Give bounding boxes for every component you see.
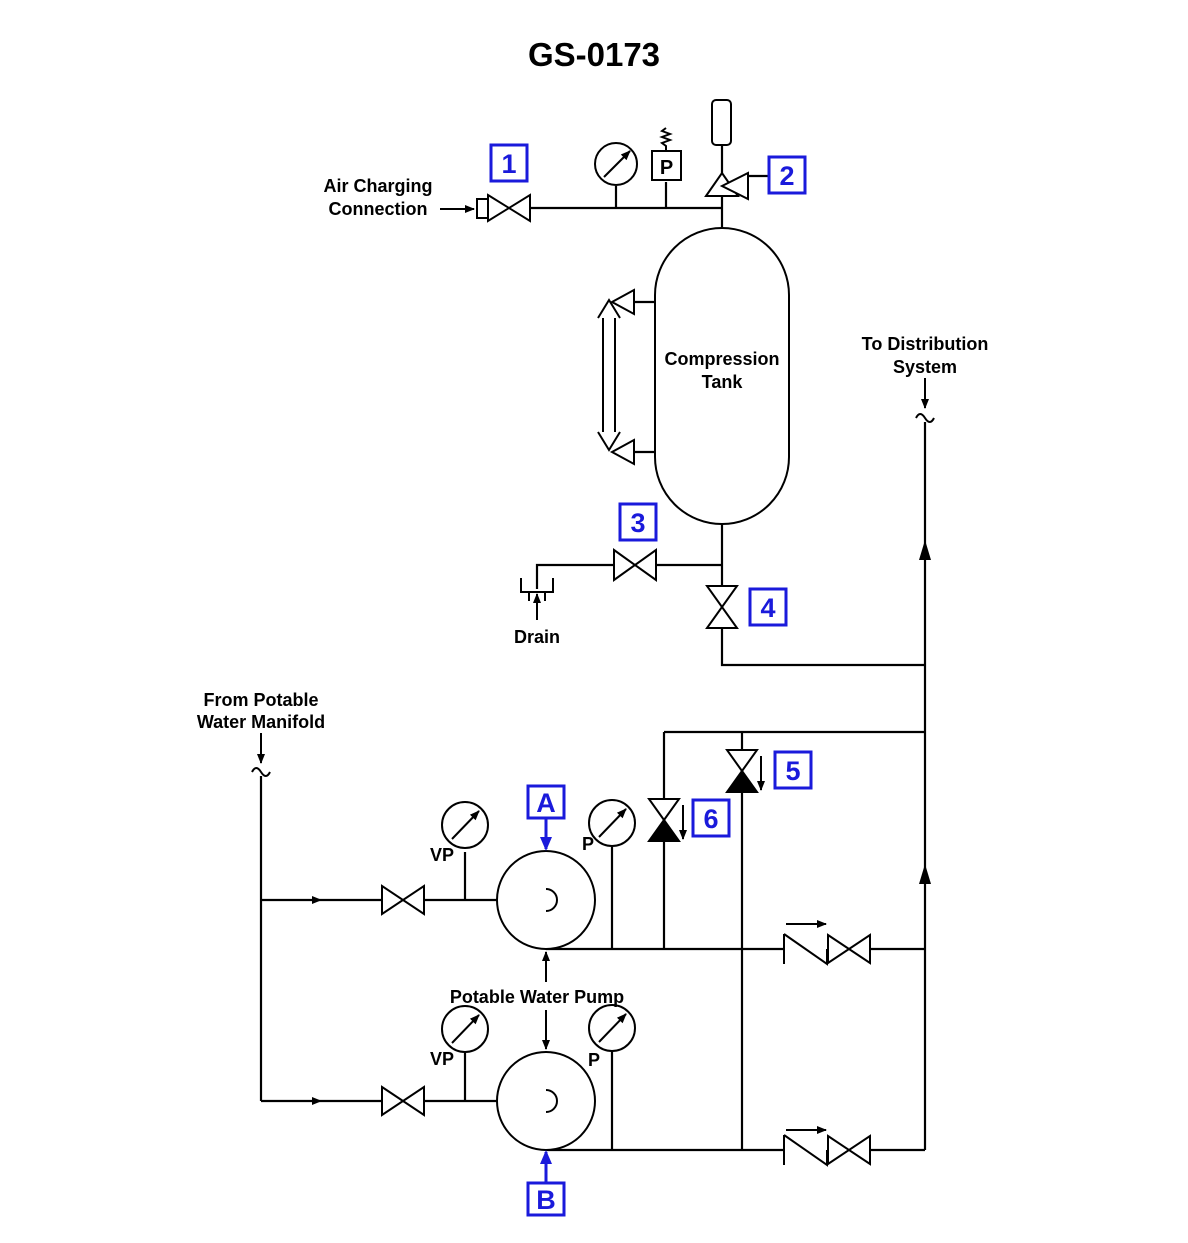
svg-text:Compression: Compression <box>664 349 779 369</box>
svg-text:Tank: Tank <box>702 372 744 392</box>
relief-valve-6[interactable] <box>647 798 687 842</box>
diagram-title: GS-0173 <box>528 36 660 73</box>
vacuum-pressure-gauge-a: VP <box>430 801 489 865</box>
drain-label: Drain <box>514 627 560 647</box>
svg-text:From Potable: From Potable <box>203 690 318 710</box>
tag-6: 6 <box>691 798 731 838</box>
relief-valve-5[interactable] <box>725 749 765 793</box>
tag-3: 3 <box>618 502 658 542</box>
pressure-gauge-pump-a: P <box>582 799 636 854</box>
tag-a: A <box>526 784 566 851</box>
suction-manifold <box>251 767 546 1105</box>
compression-tank-label: Compression Tank <box>664 349 779 392</box>
svg-text:To Distribution: To Distribution <box>862 334 989 354</box>
discharge-valve-pump-a[interactable] <box>827 933 871 965</box>
tag-4: 4 <box>748 587 788 627</box>
svg-text:System: System <box>893 357 957 377</box>
svg-text:VP: VP <box>430 1049 454 1069</box>
valve-1[interactable] <box>487 193 531 223</box>
valve-3[interactable] <box>613 548 657 582</box>
pump-a-discharge <box>546 847 925 951</box>
svg-text:B: B <box>536 1185 556 1215</box>
air-charging-label: Air Charging Connection <box>323 176 432 219</box>
svg-text:Connection: Connection <box>329 199 428 219</box>
recirc-header <box>662 730 925 1150</box>
svg-text:P: P <box>588 1050 600 1070</box>
relief-valve-2[interactable] <box>704 99 772 201</box>
tag-5: 5 <box>773 750 813 790</box>
tag-2: 2 <box>767 155 807 195</box>
check-valve-pump-b[interactable] <box>783 1126 828 1167</box>
distribution-label: To Distribution System <box>862 334 989 377</box>
pressure-gauge-pump-b: P <box>588 1004 636 1070</box>
vacuum-pressure-gauge-b: VP <box>430 1005 489 1069</box>
valve-4[interactable] <box>705 585 739 629</box>
discharge-valve-pump-b[interactable] <box>827 1134 871 1166</box>
pressure-switch: P <box>651 127 682 181</box>
pump-label: Potable Water Pump <box>450 987 624 1007</box>
pressure-gauge-icon <box>594 142 638 186</box>
svg-text:A: A <box>536 788 556 818</box>
suction-valve-pump-a[interactable] <box>381 884 425 916</box>
from-potable-label: From Potable Water Manifold <box>197 690 325 732</box>
svg-text:3: 3 <box>630 508 645 538</box>
pump-a <box>496 850 596 950</box>
drain-funnel <box>520 578 554 601</box>
tag-1: 1 <box>489 143 529 183</box>
svg-text:P: P <box>582 834 594 854</box>
pump-b-discharge <box>546 1051 925 1152</box>
svg-text:6: 6 <box>703 804 718 834</box>
svg-text:1: 1 <box>501 149 516 179</box>
tag-b: B <box>526 1150 566 1217</box>
suction-valve-pump-b[interactable] <box>381 1085 425 1117</box>
svg-text:4: 4 <box>760 593 775 623</box>
pump-b <box>496 1051 596 1151</box>
check-valve-pump-a[interactable] <box>783 920 828 966</box>
svg-text:Water Manifold: Water Manifold <box>197 712 325 732</box>
tank-outlet-piping <box>535 524 925 667</box>
svg-text:VP: VP <box>430 845 454 865</box>
air-charging-line <box>530 182 724 229</box>
svg-text:5: 5 <box>785 756 800 786</box>
svg-text:Air Charging: Air Charging <box>323 176 432 196</box>
sight-glass <box>597 288 655 466</box>
svg-text:P: P <box>660 157 673 179</box>
svg-text:2: 2 <box>779 161 794 191</box>
distribution-riser <box>915 413 935 1150</box>
quick-connect-fitting <box>476 198 489 219</box>
